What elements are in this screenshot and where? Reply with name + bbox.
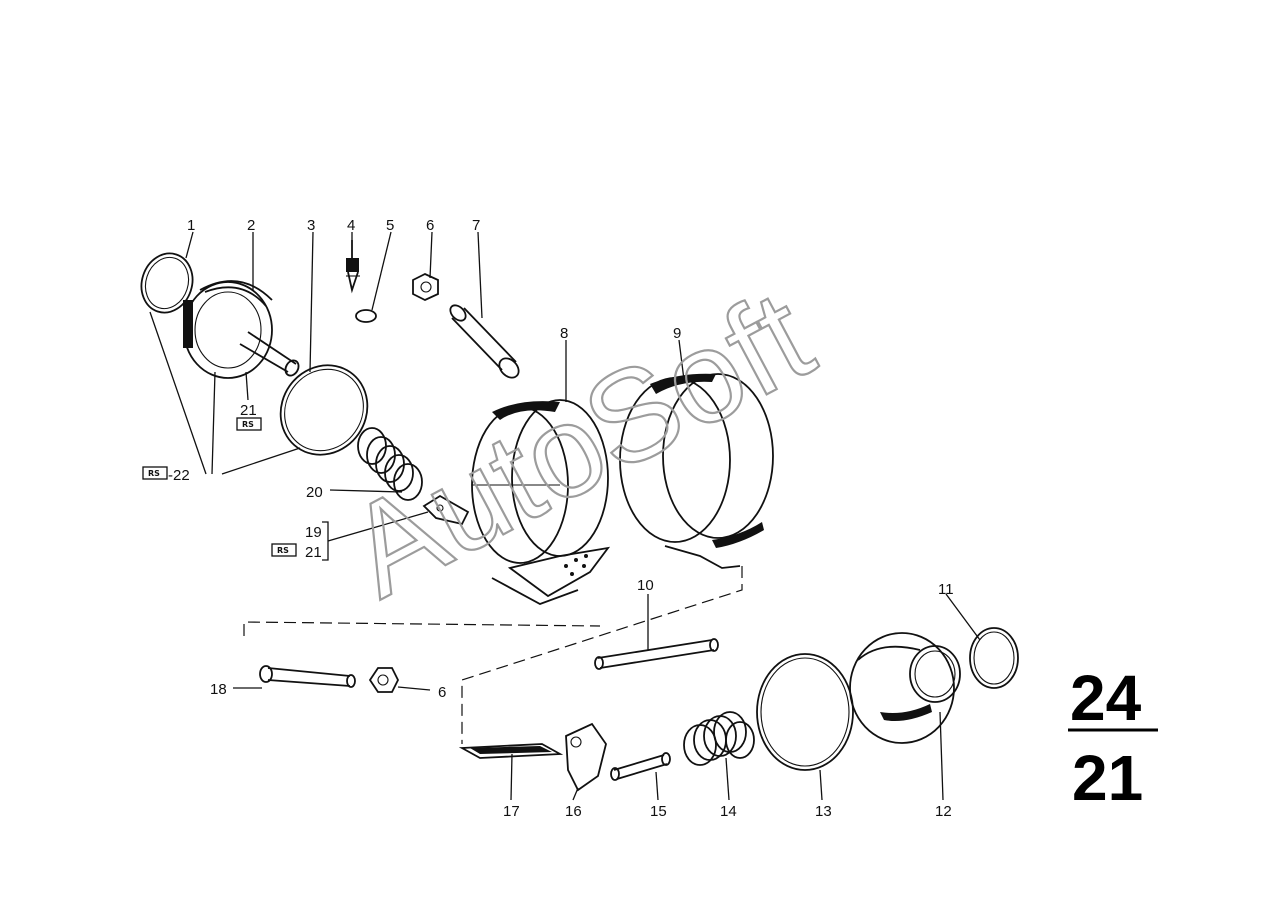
part-20-spring bbox=[357, 427, 423, 501]
part-3-seal-ring bbox=[279, 364, 369, 456]
group-code: 24 21 bbox=[1068, 662, 1158, 814]
part-10-pin bbox=[594, 638, 719, 670]
rs-tag-21-lower: RS bbox=[271, 543, 297, 557]
callout-7: 7 bbox=[472, 217, 480, 234]
watermark: AutoSoft bbox=[325, 262, 834, 625]
part-19-plate bbox=[422, 494, 470, 526]
svg-text:RS: RS bbox=[148, 469, 160, 478]
part-1-o-ring bbox=[140, 252, 194, 314]
callout-20: 20 bbox=[306, 484, 323, 501]
callout-19: 19 bbox=[305, 524, 322, 541]
svg-text:RS: RS bbox=[242, 420, 254, 429]
callout-6-lower: 6 bbox=[438, 684, 446, 701]
callout-18: 18 bbox=[210, 681, 227, 698]
callout-17: 17 bbox=[503, 803, 520, 820]
part-5-small-o-ring bbox=[355, 309, 377, 323]
callout-1: 1 bbox=[187, 217, 195, 234]
callout-21-upper: 21 bbox=[240, 402, 257, 419]
svg-text:RS: RS bbox=[277, 546, 289, 555]
callout-22: -22 bbox=[168, 467, 190, 484]
callout-8: 8 bbox=[560, 325, 568, 342]
part-9-brake-band bbox=[619, 373, 774, 569]
group-code-top: 24 bbox=[1070, 662, 1142, 734]
callout-labels: 1 2 3 4 5 6 7 8 9 10 11 12 13 14 15 16 1… bbox=[142, 217, 954, 820]
callout-9: 9 bbox=[673, 325, 681, 342]
callout-2: 2 bbox=[247, 217, 255, 234]
part-16-strut bbox=[565, 722, 607, 792]
callout-6: 6 bbox=[426, 217, 434, 234]
part-14-spring bbox=[683, 711, 755, 766]
callout-14: 14 bbox=[720, 803, 737, 820]
callout-4: 4 bbox=[347, 217, 355, 234]
callout-5: 5 bbox=[386, 217, 394, 234]
part-8-brake-band bbox=[471, 399, 611, 605]
rs-tag-21-upper: RS bbox=[236, 417, 262, 431]
rs-tag-22: RS bbox=[142, 466, 168, 480]
callout-3: 3 bbox=[307, 217, 315, 234]
callout-10: 10 bbox=[637, 577, 654, 594]
part-6-nut bbox=[412, 273, 439, 301]
callout-16: 16 bbox=[565, 803, 582, 820]
callout-12: 12 bbox=[935, 803, 952, 820]
part-11-ring bbox=[969, 627, 1019, 689]
part-13-o-ring bbox=[756, 653, 854, 771]
callout-21-lower: 21 bbox=[305, 544, 322, 561]
leader-lines bbox=[149, 231, 981, 801]
part-6-nut-lower bbox=[368, 667, 400, 693]
part-7-adjusting-screw bbox=[449, 304, 520, 379]
part-15-pin bbox=[610, 752, 671, 781]
part-2-piston bbox=[183, 280, 300, 379]
callout-11: 11 bbox=[938, 581, 954, 598]
part-4-bleed-screw bbox=[346, 240, 360, 294]
callout-13: 13 bbox=[815, 803, 832, 820]
part-17-plate bbox=[458, 743, 564, 759]
part-18-bolt bbox=[259, 665, 356, 688]
part-12-piston-cover bbox=[849, 632, 961, 744]
dash-dot-lines bbox=[243, 566, 743, 744]
callout-15: 15 bbox=[650, 803, 667, 820]
group-code-bottom: 21 bbox=[1072, 742, 1143, 814]
